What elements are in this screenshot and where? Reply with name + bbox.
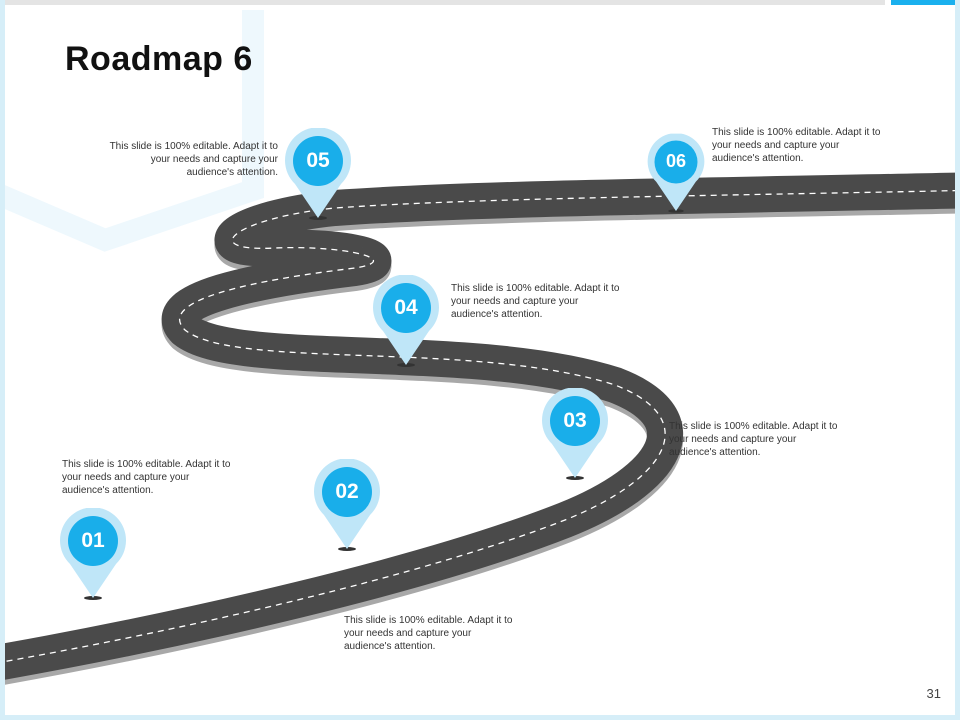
milestone-pin-02: 02 (310, 459, 384, 551)
road (5, 172, 955, 685)
milestone-text-05: This slide is 100% editable. Adapt it to… (109, 141, 278, 178)
map-pin-icon (647, 133, 705, 213)
milestone-pin-03: 03 (538, 388, 612, 480)
milestone-number: 04 (394, 296, 418, 319)
milestone-text-02: This slide is 100% editable. Adapt it to… (344, 615, 513, 652)
page-number: 31 (926, 686, 941, 701)
milestone-number: 06 (665, 151, 687, 172)
milestone-number: 01 (81, 529, 105, 552)
top-rule (5, 0, 885, 5)
road-center-line (5, 189, 955, 663)
milestone-pin-04: 04 (369, 275, 443, 367)
slide-title: Roadmap 6 (65, 40, 253, 78)
milestone-pin-05: 05 (281, 128, 355, 220)
milestone-text-04: This slide is 100% editable. Adapt it to… (451, 283, 620, 320)
milestone-pin-06: 06 (644, 133, 708, 213)
map-pin-icon (314, 459, 380, 551)
milestone-pin-01: 01 (56, 508, 130, 600)
milestone-text-06: This slide is 100% editable. Adapt it to… (712, 127, 881, 164)
milestone-number: 05 (306, 149, 330, 172)
background-hexagon-decoration (5, 10, 264, 252)
milestone-number: 03 (563, 409, 587, 432)
milestone-text-03: This slide is 100% editable. Adapt it to… (669, 421, 838, 458)
milestone-text-01: This slide is 100% editable. Adapt it to… (62, 459, 231, 496)
map-pin-icon (285, 128, 351, 220)
milestone-number: 02 (335, 480, 359, 503)
map-pin-icon (373, 275, 439, 367)
map-pin-icon (542, 388, 608, 480)
top-accent-bar (891, 0, 955, 5)
map-pin-icon (60, 508, 126, 600)
